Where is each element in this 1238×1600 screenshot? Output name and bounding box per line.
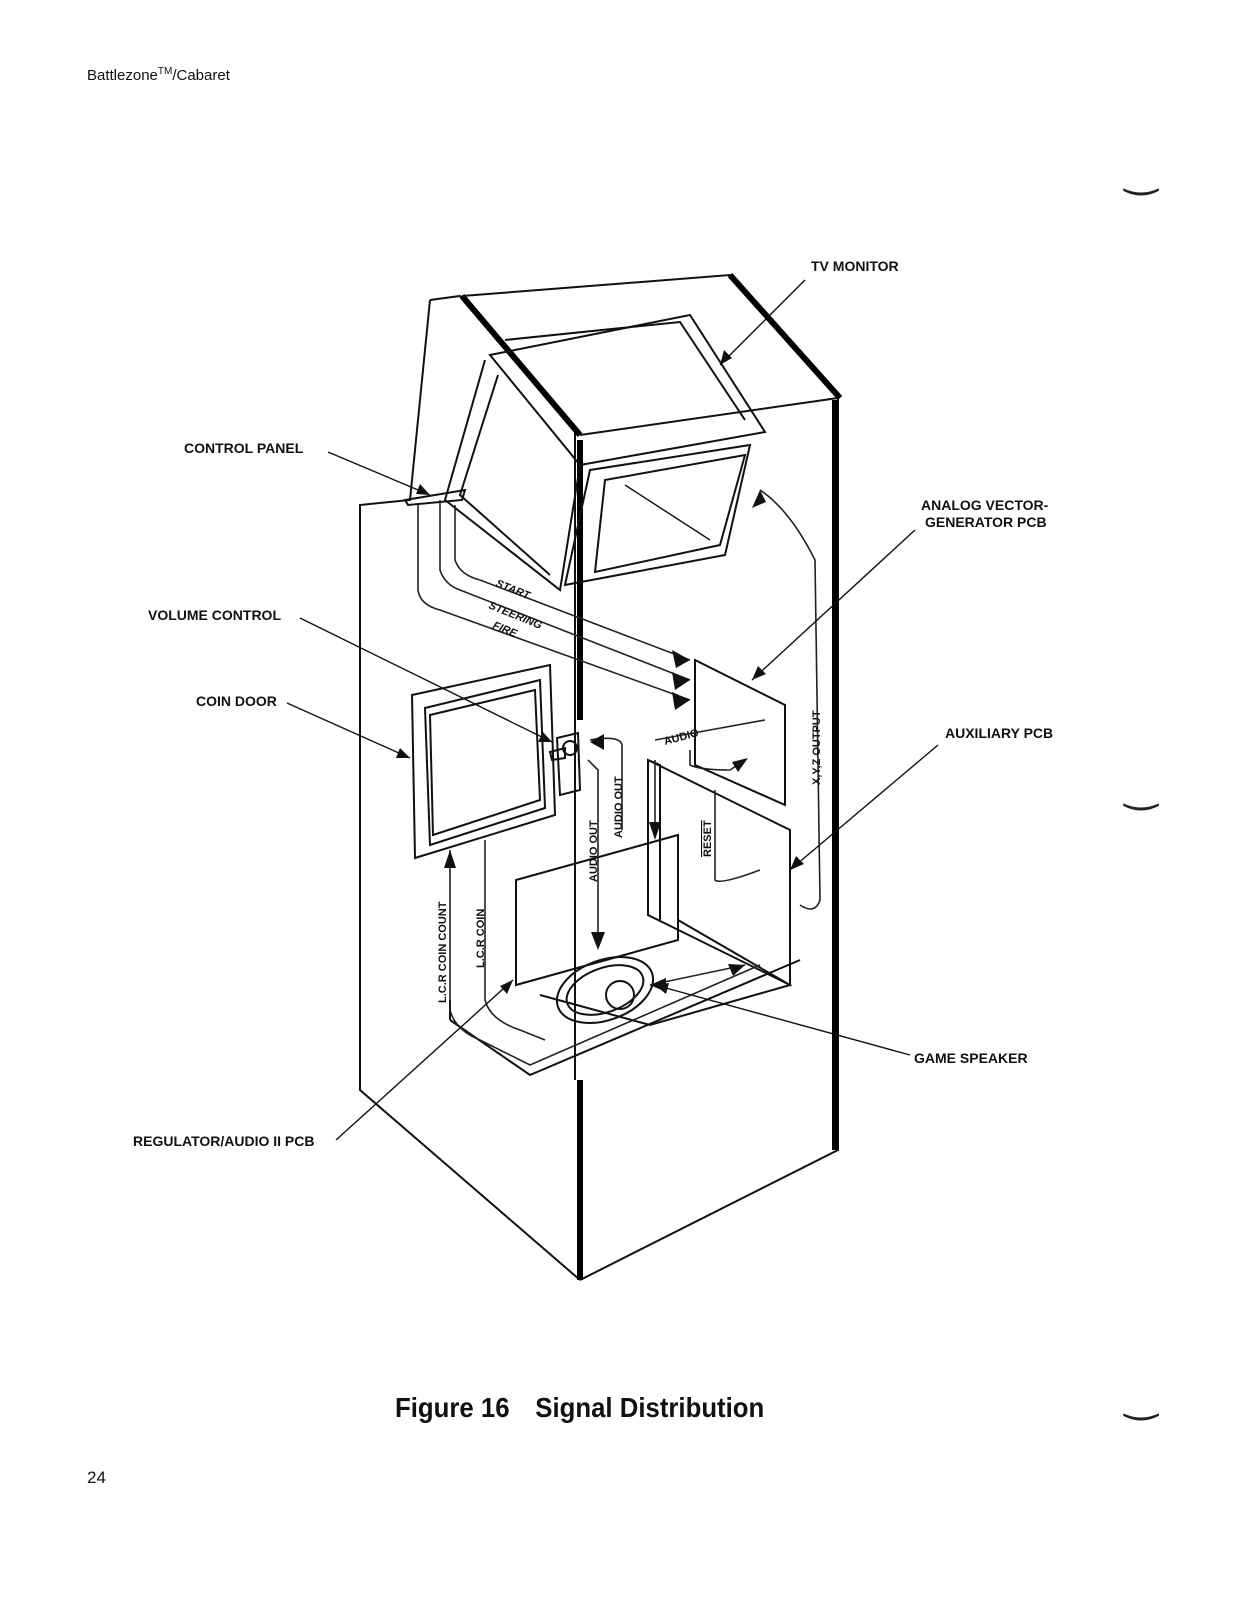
figure-caption: Figure 16 Signal Distribution — [395, 1392, 764, 1424]
binder-hole-mark-3: ‿ — [1125, 1375, 1158, 1421]
header-suffix: /Cabaret — [172, 67, 230, 84]
analog-vector-pcb-drawing — [694, 658, 786, 807]
trademark-mark: TM — [157, 66, 173, 77]
control-panel-drawing — [403, 488, 467, 507]
figure-title: Signal Distribution — [535, 1392, 765, 1423]
signal-lcr-coin-count-label: L.C.R COIN COUNT — [437, 901, 449, 1003]
pcb-tray — [539, 919, 793, 1027]
callout-analog-vector-line2: GENERATOR PCB — [925, 514, 1047, 530]
coin-door-drawing — [410, 663, 557, 860]
callout-leaders — [286, 279, 939, 1141]
figure-number: Figure 16 — [395, 1392, 510, 1423]
wiring-harness — [417, 489, 821, 1066]
tv-monitor-drawing — [443, 313, 767, 592]
signal-arrowheads — [444, 490, 766, 992]
callout-analog-vector-line1: ANALOG VECTOR- — [921, 497, 1049, 513]
signal-start-label: START — [494, 578, 533, 603]
signal-reset-label: RESET — [702, 820, 714, 857]
binder-hole-mark-2: ‿ — [1125, 765, 1158, 811]
callout-analog-vector-pcb: ANALOG VECTOR- GENERATOR PCB — [921, 497, 1048, 531]
callout-control-panel: CONTROL PANEL — [184, 440, 304, 456]
callout-auxiliary-pcb: AUXILIARY PCB — [945, 725, 1054, 741]
regulator-pcb-drawing — [515, 833, 679, 987]
signal-xyz-output-label: X,Y,Z OUTPUT — [811, 710, 823, 785]
signal-fire-label: FIRE — [491, 620, 519, 641]
page-header: BattlezoneTM/Cabaret — [87, 66, 230, 84]
callout-coin-door: COIN DOOR — [196, 693, 277, 709]
auxiliary-pcb-drawing — [647, 758, 791, 987]
signal-audio-out-label-2: AUDIO OUT — [613, 776, 625, 838]
callout-volume-control: VOLUME CONTROL — [148, 607, 281, 623]
signal-audio-out-label-1: AUDIO OUT — [588, 820, 600, 882]
game-speaker-drawing — [555, 956, 655, 1024]
volume-control-drawing — [548, 731, 582, 797]
page-number: 24 — [87, 1468, 106, 1487]
callout-game-speaker: GAME SPEAKER — [914, 1050, 1028, 1066]
callout-tv-monitor: TV MONITOR — [811, 258, 899, 274]
header-title: Battlezone — [87, 67, 158, 84]
binder-hole-mark-1: ‿ — [1125, 150, 1158, 196]
signal-lcr-coin-label: L.C.R COIN — [475, 909, 487, 968]
callout-regulator-pcb: REGULATOR/AUDIO II PCB — [133, 1133, 315, 1149]
